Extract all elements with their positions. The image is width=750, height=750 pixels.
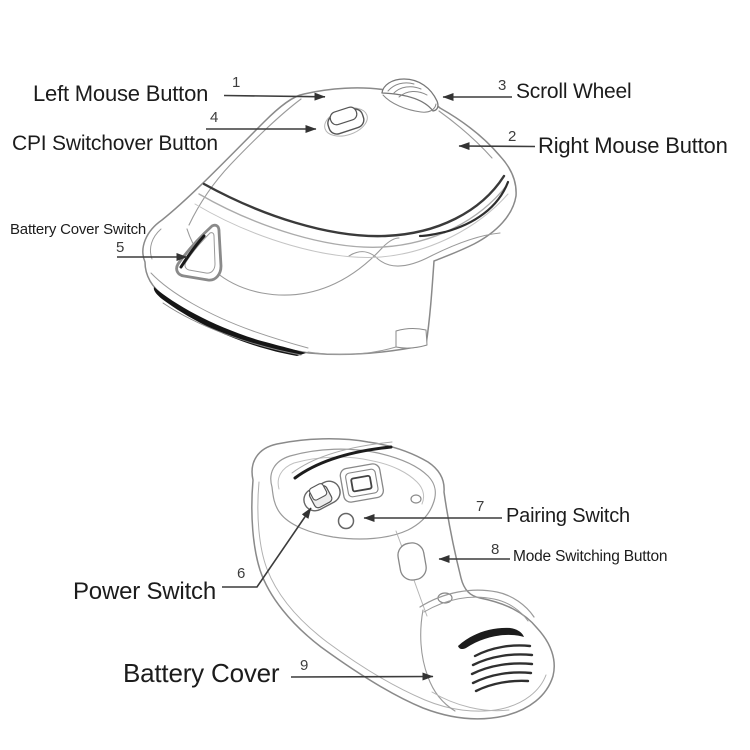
scroll-wheel-drawing xyxy=(381,78,439,113)
callout-label-power-switch: Power Switch xyxy=(73,578,216,605)
leader-lines xyxy=(117,92,536,681)
leader-arrow-9 xyxy=(290,672,434,681)
battery-cover-grille xyxy=(470,644,534,693)
power-switch-drawing xyxy=(303,480,341,512)
callout-label-mode-switching-button: Mode Switching Button xyxy=(513,548,668,565)
callout-label-pairing-switch: Pairing Switch xyxy=(506,505,630,527)
sensor-window-drawing xyxy=(339,463,385,503)
battery-cover-switch-drawing xyxy=(175,223,223,282)
callout-number-5: 5 xyxy=(116,239,125,256)
callout-number-6: 6 xyxy=(237,565,246,582)
callout-number-7: 7 xyxy=(476,498,485,515)
callout-number-4: 4 xyxy=(210,109,219,126)
mouse-bottom-view-drawing xyxy=(251,438,555,720)
top-base-shadow-wedge xyxy=(153,287,306,356)
pairing-button-drawing xyxy=(337,512,355,530)
mouse-top-view-drawing xyxy=(142,78,517,356)
top-body-outline xyxy=(142,87,517,356)
callout-label-scroll-wheel: Scroll Wheel xyxy=(516,80,632,103)
callout-number-3: 3 xyxy=(498,77,507,94)
callout-label-battery-cover-switch: Battery Cover Switch xyxy=(10,221,147,238)
callout-label-left-mouse-button: Left Mouse Button xyxy=(33,81,209,106)
callout-number-2: 2 xyxy=(508,128,517,145)
battery-cover-drawing xyxy=(419,589,535,712)
callout-number-9: 9 xyxy=(300,657,309,674)
callout-label-cpi-switchover-button: CPI Switchover Button xyxy=(12,132,218,155)
screw-hole-top xyxy=(410,494,422,504)
leader-arrow-6 xyxy=(222,507,312,588)
mode-button-drawing xyxy=(397,542,427,581)
callout-number-1: 1 xyxy=(232,74,241,91)
cpi-button-drawing xyxy=(324,106,368,137)
leader-arrow-2 xyxy=(458,142,536,151)
leader-arrow-1 xyxy=(223,92,326,101)
callout-label-battery-cover: Battery Cover xyxy=(123,658,280,688)
callout-number-8: 8 xyxy=(491,541,500,558)
callout-label-right-mouse-button: Right Mouse Button xyxy=(538,133,728,158)
